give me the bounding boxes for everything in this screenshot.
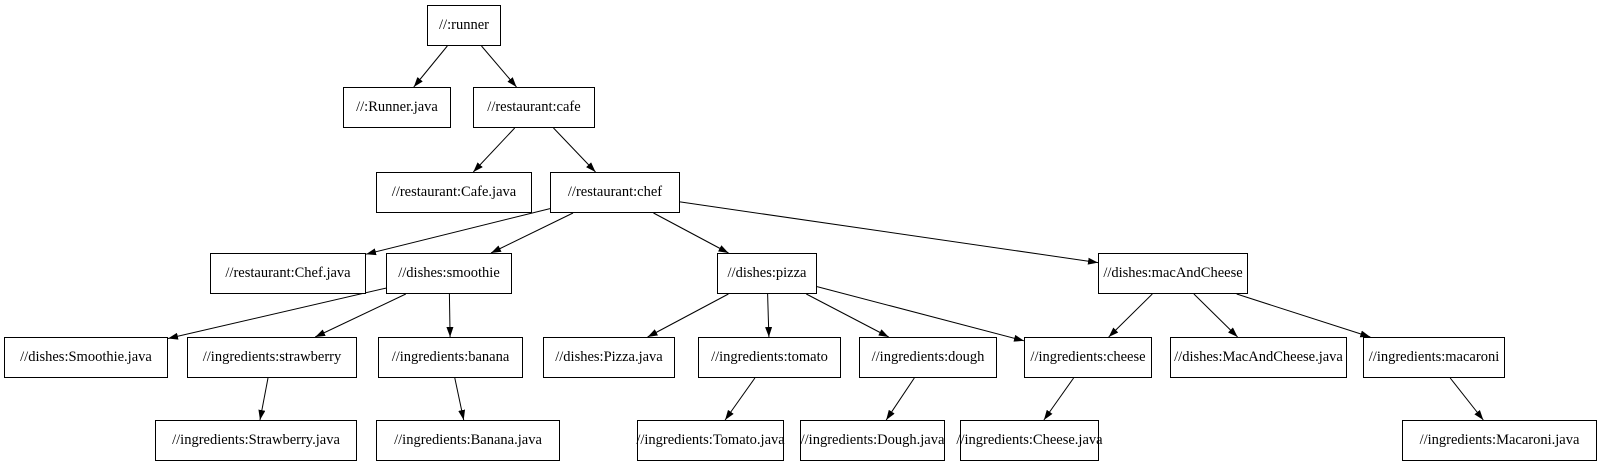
edge-runner-to-cafe	[481, 45, 517, 88]
node-cheese-java: //ingredients:Cheese.java	[956, 420, 1103, 461]
edge-smoothie-to-banana	[446, 293, 454, 338]
edge-chef-to-chef-java	[365, 208, 551, 256]
edge-strawberry-to-strawberry-java	[258, 377, 269, 421]
edge-pizza-to-cheese	[816, 286, 1025, 342]
edge-cafe-to-chef	[553, 127, 596, 173]
edge-runner-to-runner-java	[413, 45, 448, 88]
node-macaroni-java: //ingredients:Macaroni.java	[1402, 420, 1597, 461]
node-dough: //ingredients:dough	[859, 337, 997, 378]
edge-chef-to-macandcheese	[679, 201, 1099, 265]
edge-tomato-to-tomato-java	[724, 377, 756, 421]
node-smoothie-java: //dishes:Smoothie.java	[4, 337, 168, 378]
edge-macandcheese-to-macandcheese-java	[1193, 293, 1238, 338]
node-tomato-java: //ingredients:Tomato.java	[636, 420, 785, 461]
edge-macaroni-to-macaroni-java	[1449, 377, 1484, 421]
edge-pizza-to-pizza-java	[647, 293, 729, 338]
node-pizza-java: //dishes:Pizza.java	[543, 337, 675, 378]
edge-macandcheese-to-cheese	[1108, 293, 1153, 338]
node-chef: //restaurant:chef	[550, 172, 680, 213]
node-macandcheese-java: //dishes:MacAndCheese.java	[1170, 337, 1347, 378]
edge-chef-to-smoothie	[490, 212, 574, 254]
edge-banana-to-banana-java	[454, 377, 466, 421]
node-smoothie: //dishes:smoothie	[386, 253, 512, 294]
node-macandcheese: //dishes:macAndCheese	[1098, 253, 1248, 294]
node-strawberry-java: //ingredients:Strawberry.java	[155, 420, 357, 461]
node-chef-java: //restaurant:Chef.java	[210, 253, 366, 294]
node-banana: //ingredients:banana	[378, 337, 523, 378]
edge-dough-to-dough-java	[885, 377, 915, 421]
node-strawberry: //ingredients:strawberry	[187, 337, 357, 378]
node-runner: //:runner	[427, 5, 501, 46]
node-tomato: //ingredients:tomato	[698, 337, 841, 378]
node-dough-java: //ingredients:Dough.java	[800, 420, 945, 461]
node-cheese: //ingredients:cheese	[1024, 337, 1152, 378]
edge-cheese-to-cheese-java	[1043, 377, 1075, 421]
node-macaroni: //ingredients:macaroni	[1363, 337, 1505, 378]
edge-macandcheese-to-macaroni	[1236, 293, 1371, 338]
node-pizza: //dishes:pizza	[717, 253, 817, 294]
edge-cafe-to-cafe-java	[472, 127, 516, 173]
node-runner-java: //:Runner.java	[343, 87, 451, 128]
edge-smoothie-to-smoothie-java	[167, 287, 387, 340]
edge-chef-to-pizza	[653, 212, 729, 254]
node-banana-java: //ingredients:Banana.java	[376, 420, 560, 461]
edge-pizza-to-dough	[806, 293, 889, 338]
edge-pizza-to-tomato	[765, 293, 773, 338]
edge-smoothie-to-strawberry	[314, 293, 407, 338]
node-cafe-java: //restaurant:Cafe.java	[376, 172, 532, 213]
node-cafe: //restaurant:cafe	[473, 87, 595, 128]
